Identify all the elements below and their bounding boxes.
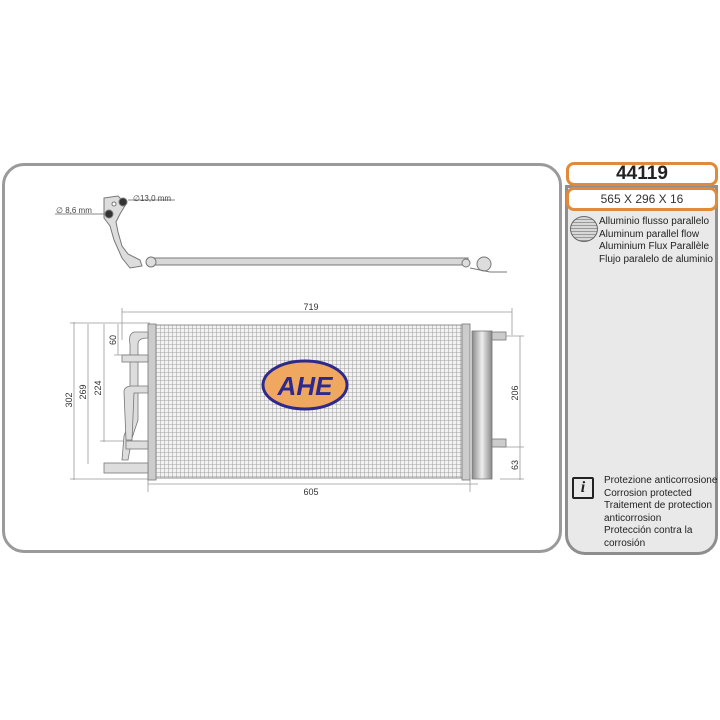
feature-line: Alluminio flusso parallelo bbox=[599, 216, 710, 227]
dim-206: 206 bbox=[510, 385, 520, 400]
pipe-assembly bbox=[55, 195, 507, 273]
feature-line: Corrosion protected bbox=[604, 487, 692, 499]
feature-line: Flujo paralelo de aluminio bbox=[599, 253, 713, 265]
pipe-diameter-small: ∅ 8,6 mm bbox=[56, 206, 92, 215]
dim-269: 269 bbox=[78, 384, 88, 399]
feature-line: Traitement de protection bbox=[604, 500, 713, 511]
feature-line: Aluminium Flux Parallèle bbox=[599, 241, 710, 252]
feature-line: Aluminum parallel flow bbox=[599, 228, 700, 240]
part-code: 44119 bbox=[566, 162, 718, 186]
features-panel bbox=[565, 185, 718, 555]
feature-line: Protección contra la bbox=[604, 525, 693, 536]
svg-text:AHE: AHE bbox=[277, 371, 334, 401]
feature-line: Protezione anticorrosione bbox=[604, 475, 718, 486]
dim-302: 302 bbox=[64, 392, 74, 407]
ahe-logo: AHE bbox=[261, 359, 349, 411]
parallel-flow-core-icon bbox=[570, 216, 598, 242]
dim-224: 224 bbox=[93, 380, 103, 395]
feature-line: anticorrosion bbox=[604, 512, 662, 524]
dim-overall-width: 719 bbox=[303, 302, 318, 312]
part-dimensions: 565 X 296 X 16 bbox=[566, 187, 718, 211]
dim-60: 60 bbox=[108, 335, 118, 345]
receiver-drier bbox=[471, 330, 493, 480]
dim-63: 63 bbox=[510, 460, 520, 470]
info-icon: i bbox=[572, 477, 594, 499]
dim-core-width: 605 bbox=[303, 487, 318, 497]
feature-line: corrosión bbox=[604, 537, 646, 549]
pipe-diameter-large: ∅13,0 mm bbox=[133, 194, 171, 203]
